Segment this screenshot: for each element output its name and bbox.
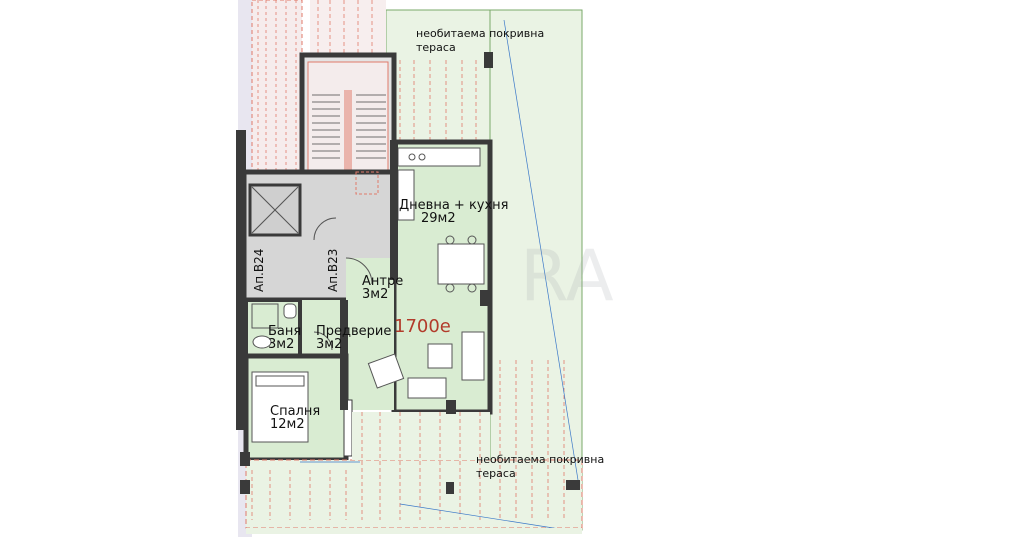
hatch-lines-top [317,0,477,140]
bedroom-name: Спалня [270,404,321,419]
armchair [367,353,405,389]
room-entry [346,258,394,308]
stair-rail [344,90,352,170]
living-room-area: 29м2 [421,211,456,226]
apartment-label-right: Ап.В23 [326,248,340,292]
kitchen-counter [397,147,481,167]
hatched-area-top-left [251,0,303,171]
stair-treads [312,94,386,159]
rug [407,377,447,399]
chair-2 [467,235,477,245]
terrace-top-label-1: необитаема покривна [416,27,545,40]
toilet [283,303,297,319]
terrace-bottom-label-1: необитаема покривна [476,453,605,466]
terrace-bottom [245,459,583,529]
sofa [461,331,485,381]
bedroom-area: 12м2 [270,417,305,432]
bath-area: 3м2 [268,337,295,352]
walls [236,52,580,494]
apartment-label-left: Ап.В24 [252,248,266,292]
entry-name: Антре [362,274,404,289]
elevator-cross-2 [251,186,299,234]
shower [251,303,279,329]
watermark: RA [520,235,614,317]
door-stair [313,217,337,241]
dining-table [437,243,485,285]
washbasin [252,335,272,349]
hatch-lines-top-left [257,0,297,170]
bottom-strip [246,528,582,534]
hall-name: Предверие [316,324,392,339]
door-entry [345,257,373,285]
terrace-bottom-label-2: тераса [476,467,516,480]
chair-4 [467,283,477,293]
hall-area: 3м2 [316,337,343,352]
hob-2 [418,153,426,161]
chair-1 [445,235,455,245]
price-label: 1700е [394,316,451,337]
hatch-lines-bottom [251,360,565,520]
door-hall [313,331,333,351]
terrace-top-label-2: тераса [416,41,456,54]
living-room-name: Дневна + кухня [399,198,509,213]
pillow [255,375,305,387]
entry-area: 3м2 [362,287,389,302]
bath-name: Баня [268,324,302,339]
hob-1 [408,153,416,161]
coffee-table [427,343,453,369]
hatched-strip-top [310,0,386,60]
terrace-right [489,9,583,531]
chair-3 [445,283,455,293]
shaft-marker [355,171,379,195]
guide-lines [300,19,579,531]
terrace-bottom-mid [352,412,490,460]
